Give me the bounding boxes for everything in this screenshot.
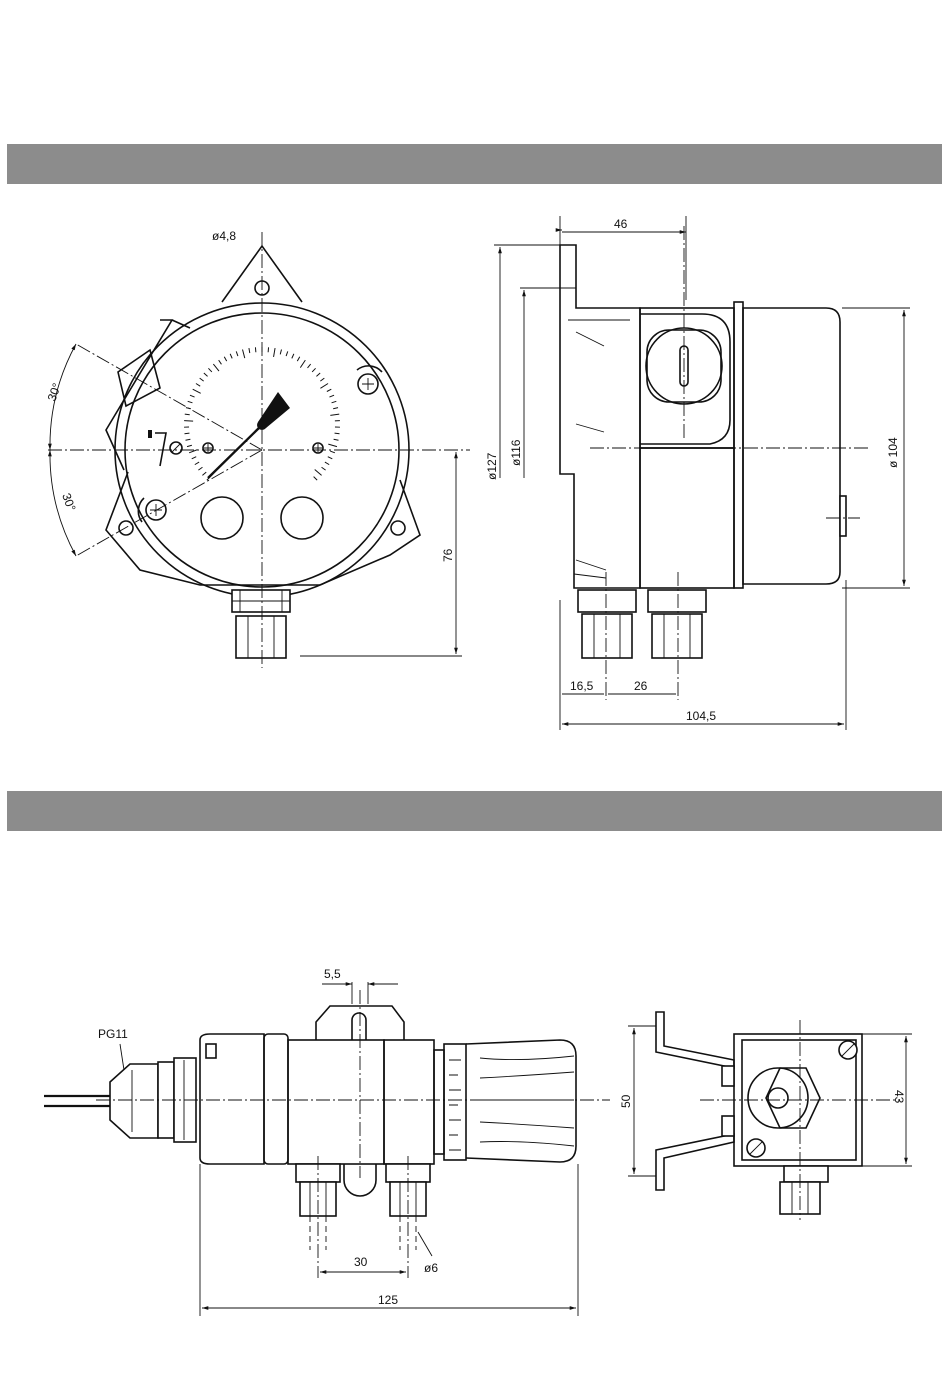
dial-tick [274, 348, 276, 357]
dial-tick [320, 378, 324, 381]
dial-tick [204, 373, 208, 376]
dim-side-dia-127: ø127 [485, 452, 499, 480]
dial-tick [195, 462, 199, 465]
screw-icon [357, 366, 382, 394]
dial-tick [196, 384, 200, 387]
dial-tick [330, 414, 339, 415]
dial-tick [333, 408, 338, 409]
dial-tick [184, 433, 189, 434]
dial-tick [280, 349, 281, 354]
end-view: 50 43 [619, 1012, 912, 1220]
dial-tick [300, 360, 305, 367]
dim-side-dia-104: ø 104 [886, 437, 900, 468]
dial-tick [192, 457, 197, 459]
dial-tick [249, 348, 250, 353]
dial-tick [185, 414, 190, 415]
dial-tick [184, 421, 193, 422]
dim-side-total-depth: 104,5 [686, 709, 716, 723]
dial-tick [187, 445, 192, 446]
dial-tick [308, 364, 311, 368]
dial-tick [213, 364, 219, 371]
side-view: 46 ø127 ø116 ø 104 16,5 26 104,5 [485, 216, 910, 730]
front-view: ø4,8 30° 30° 76 [45, 229, 470, 668]
bottom-view: 5,5 PG11 30 ø6 125 [44, 967, 610, 1316]
dim-front-height: 76 [441, 548, 455, 562]
dial-tick [316, 373, 320, 376]
dial-tick [198, 467, 202, 470]
dim-end-height-50: 50 [619, 1094, 633, 1108]
dial-tick [325, 462, 329, 465]
dial-tick [185, 439, 190, 440]
dim-bottom-spacing: 30 [354, 1255, 368, 1269]
dim-front-hole: ø4,8 [212, 229, 236, 243]
dial-tick [329, 395, 334, 397]
dim-angle-lower: 30° [59, 491, 78, 513]
dim-side-spacing: 26 [634, 679, 648, 693]
dial-tick [193, 389, 201, 393]
dial-tick [190, 395, 195, 397]
dim-bottom-length: 125 [378, 1293, 398, 1307]
dial-tick [292, 354, 294, 359]
dial-tick [314, 477, 318, 481]
dial-tick [297, 357, 299, 361]
dial-tick [224, 357, 226, 361]
dim-bottom-slot: 5,5 [324, 967, 341, 981]
dim-angle-upper: 30° [45, 381, 64, 403]
dial-tick [334, 439, 339, 440]
dim-bottom-tube: ø6 [424, 1261, 438, 1275]
dim-side-depth-top: 46 [614, 217, 628, 231]
dial-tick [335, 433, 340, 434]
dial-tick [312, 368, 315, 372]
dim-side-offset: 16,5 [570, 679, 594, 693]
dial-tick [286, 351, 288, 356]
dial-tick [243, 349, 245, 358]
dial-tick [230, 354, 232, 359]
dim-bottom-cable: PG11 [98, 1027, 128, 1041]
dial-tick [208, 368, 211, 372]
dial-tick [236, 351, 238, 356]
dial-tick [330, 451, 335, 453]
dim-side-dia-116: ø116 [509, 439, 523, 466]
dial-tick [320, 384, 328, 389]
dial-tick [332, 401, 337, 403]
dial-tick [202, 472, 206, 475]
dial-tick [188, 401, 193, 403]
dial-tick [200, 378, 204, 381]
dial-tick [322, 467, 326, 470]
dial-tick [328, 457, 333, 459]
dial-tick [219, 360, 222, 364]
dial-tick [328, 444, 337, 446]
dim-end-height-43: 43 [892, 1090, 906, 1104]
dial-tick [315, 470, 322, 476]
dial-tick [327, 389, 331, 391]
